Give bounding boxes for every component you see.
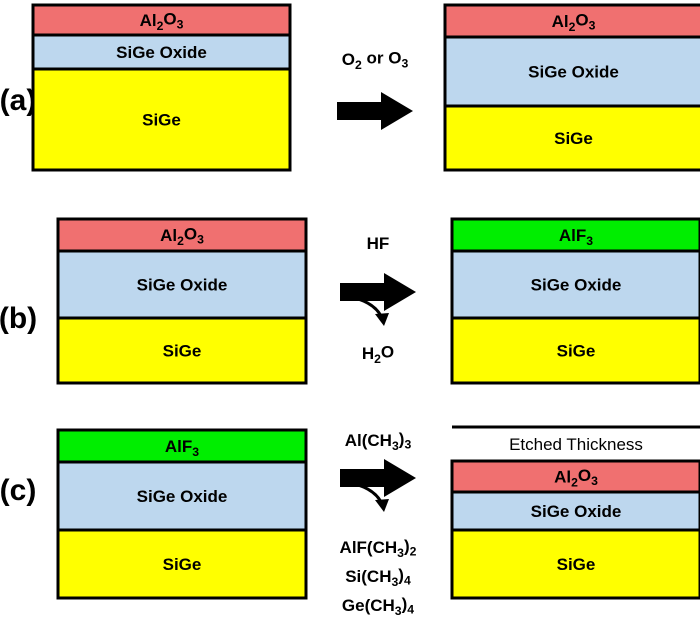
sige-layer xyxy=(450,528,700,600)
oxide-layer-label: SiGe Oxide xyxy=(531,502,622,521)
row-label: (a) xyxy=(0,84,36,117)
oxide-layer xyxy=(56,249,308,320)
al2o3-layer-label: Al2O3 xyxy=(160,224,204,247)
alf3-layer xyxy=(56,428,308,464)
oxide-layer-label: SiGe Oxide xyxy=(528,63,619,82)
sige-layer-label: SiGe xyxy=(163,555,202,574)
byproduct-arrow-head-icon xyxy=(375,499,389,512)
alf3-layer-label: AlF3 xyxy=(559,226,593,248)
product-label: AlF(CH3)2 xyxy=(340,536,417,559)
sige-layer-label: SiGe xyxy=(557,555,596,574)
row-label: (b) xyxy=(0,302,37,335)
sige-layer xyxy=(56,528,308,600)
reactant-label: Al(CH3)3 xyxy=(345,429,412,452)
reactant-label: HF xyxy=(367,234,390,253)
sige-layer xyxy=(443,104,700,172)
al2o3-layer xyxy=(443,3,700,39)
product-label: H2O xyxy=(362,342,394,365)
arrow-head-icon xyxy=(337,92,413,130)
oxide-layer xyxy=(56,460,308,532)
oxide-layer-label: SiGe Oxide xyxy=(116,43,207,62)
reaction-arrow xyxy=(340,459,416,512)
arrow-head-icon xyxy=(340,273,416,311)
reactant-label: O2 or O3 xyxy=(342,48,409,71)
al2o3-layer-label: Al2O3 xyxy=(554,466,598,489)
sige-layer xyxy=(56,316,308,385)
arrow-head-icon xyxy=(340,459,416,497)
alf3-layer-label: AlF3 xyxy=(165,437,199,459)
sige-layer-label: SiGe xyxy=(554,129,593,148)
oxide-layer-label: SiGe Oxide xyxy=(137,487,228,506)
oxide-layer-label: SiGe Oxide xyxy=(137,276,228,295)
sige-layer-label: SiGe xyxy=(557,342,596,361)
al2o3-layer-label: Al2O3 xyxy=(140,9,184,32)
sige-layer xyxy=(31,67,292,172)
al2o3-layer-label: Al2O3 xyxy=(552,10,596,33)
row-label: (c) xyxy=(0,474,36,507)
byproduct-arrow-head-icon xyxy=(375,313,389,326)
reaction-arrow xyxy=(340,273,416,326)
etched-thickness-label: Etched Thickness xyxy=(509,435,643,454)
sige-layer-label: SiGe xyxy=(142,111,181,130)
sige-layer xyxy=(450,316,700,385)
sige-layer-label: SiGe xyxy=(163,342,202,361)
oxide-layer-label: SiGe Oxide xyxy=(531,276,622,295)
product-label: Ge(CH3)4 xyxy=(342,594,414,617)
reaction-arrow xyxy=(337,92,413,130)
product-label: Si(CH3)4 xyxy=(345,565,411,588)
